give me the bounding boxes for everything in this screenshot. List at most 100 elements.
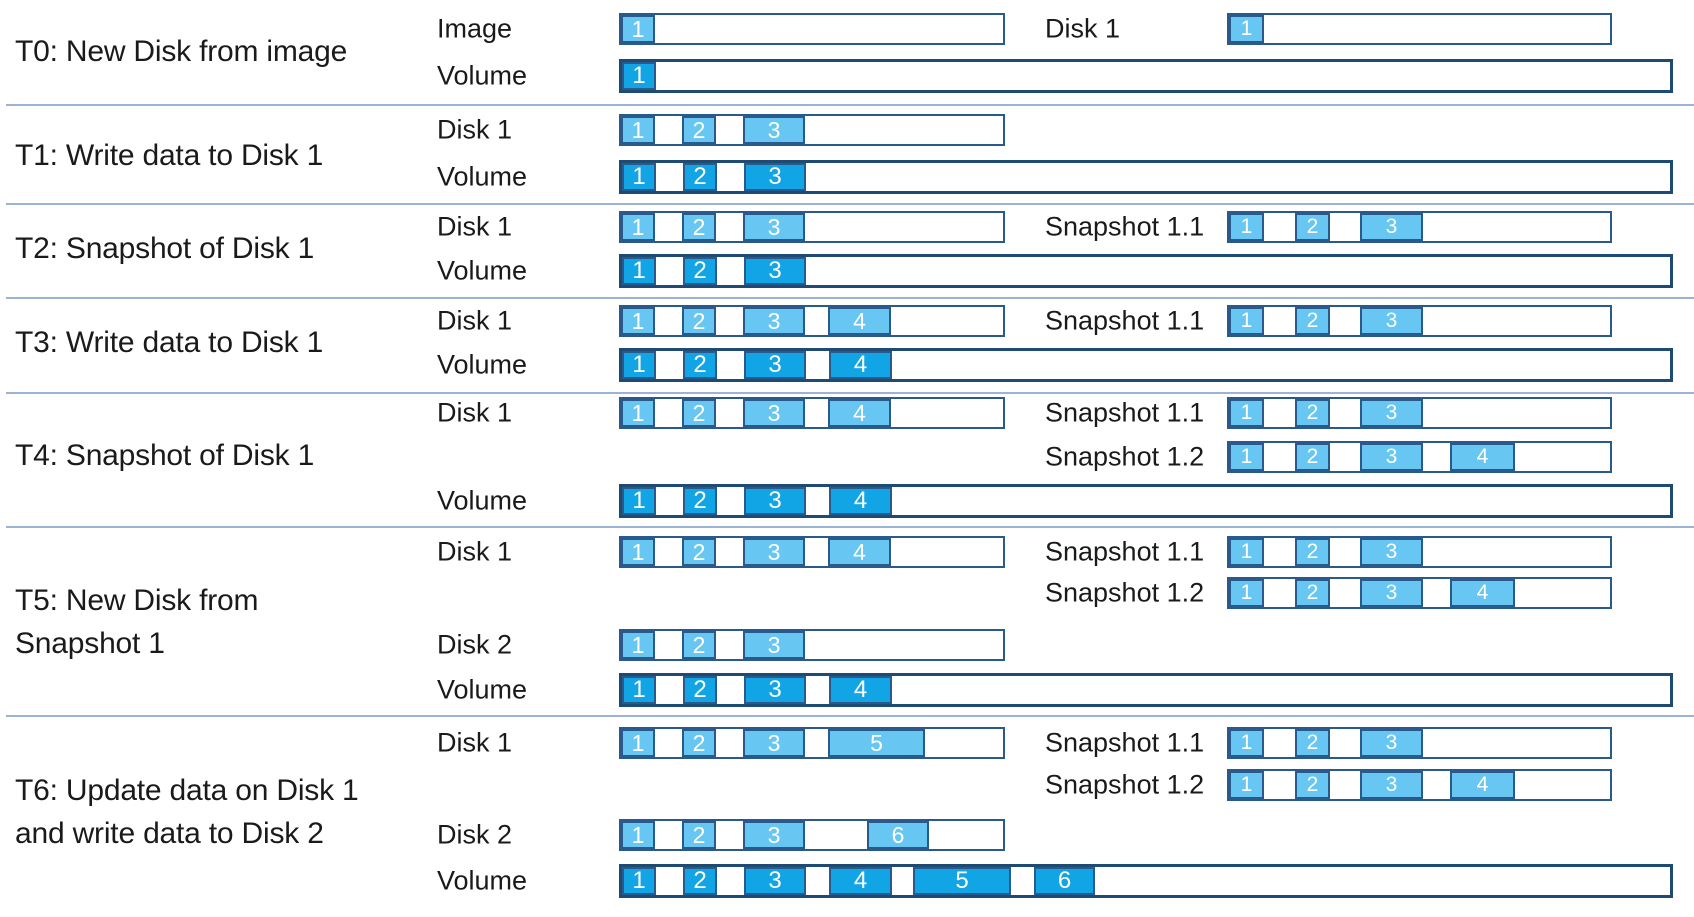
storage-block: 3 (1360, 443, 1423, 471)
row-label-disk-1: Disk 1 (437, 305, 513, 336)
row-label-snapshot-1-2: Snapshot 1.2 (1045, 441, 1205, 472)
section-title-t5: T5: New Disk from Snapshot 1 (15, 584, 259, 660)
storage-block: 1 (622, 163, 656, 191)
disk-bar: 1 (1227, 13, 1612, 45)
storage-block: 4 (828, 307, 891, 335)
storage-block: 4 (829, 487, 892, 515)
storage-block: 1 (1229, 443, 1264, 471)
storage-block: 1 (621, 15, 655, 43)
storage-block: 2 (1295, 399, 1330, 427)
storage-block: 2 (1295, 307, 1330, 335)
storage-block: 3 (1360, 538, 1423, 566)
storage-block: 1 (621, 538, 655, 566)
row-label-volume: Volume (437, 485, 528, 516)
volume-bar: 1 (619, 59, 1673, 93)
storage-block: 1 (621, 213, 655, 241)
storage-block: 3 (1360, 771, 1423, 799)
storage-block: 4 (1450, 579, 1515, 607)
storage-block: 2 (682, 399, 716, 427)
storage-block: 2 (683, 676, 717, 704)
storage-block: 3 (743, 729, 805, 757)
storage-block: 3 (743, 116, 805, 144)
storage-block: 3 (743, 821, 805, 849)
storage-block: 4 (829, 351, 892, 379)
storage-block: 5 (828, 729, 925, 757)
storage-block: 2 (1295, 579, 1330, 607)
storage-block: 1 (621, 821, 655, 849)
storage-block: 1 (621, 307, 655, 335)
storage-block: 2 (1295, 443, 1330, 471)
storage-block: 2 (683, 257, 717, 285)
storage-block: 4 (1450, 771, 1515, 799)
storage-block: 2 (682, 538, 716, 566)
section-title-t2: T2: Snapshot of Disk 1 (15, 232, 315, 265)
storage-block: 1 (1229, 579, 1264, 607)
storage-block: 1 (622, 676, 656, 704)
storage-block: 1 (622, 867, 656, 895)
row-label-disk-1: Disk 1 (1045, 13, 1121, 44)
snapshot-bar: 1 2 3 (1227, 211, 1612, 243)
storage-block: 3 (1360, 213, 1423, 241)
row-label-snapshot-1-2: Snapshot 1.2 (1045, 769, 1205, 800)
row-label-disk-1: Disk 1 (437, 727, 513, 758)
storage-block: 2 (683, 867, 717, 895)
section-separator (6, 297, 1694, 299)
storage-block: 4 (829, 867, 892, 895)
storage-block: 3 (744, 351, 806, 379)
storage-block: 1 (1229, 771, 1264, 799)
storage-block: 1 (621, 116, 655, 144)
row-label-snapshot-1-1: Snapshot 1.1 (1045, 211, 1205, 242)
storage-block: 3 (744, 487, 806, 515)
storage-block: 4 (828, 399, 891, 427)
storage-block: 3 (743, 213, 805, 241)
row-label-disk-2: Disk 2 (437, 629, 513, 660)
row-label-disk-1: Disk 1 (437, 211, 513, 242)
storage-block: 3 (744, 163, 806, 191)
storage-block: 1 (622, 487, 656, 515)
storage-block: 3 (743, 538, 805, 566)
storage-block: 1 (622, 351, 656, 379)
storage-block: 5 (913, 867, 1011, 895)
storage-block: 1 (1229, 213, 1264, 241)
storage-block: 2 (682, 821, 716, 849)
storage-block: 2 (1295, 729, 1330, 757)
row-label-disk-1: Disk 1 (437, 397, 513, 428)
section-separator (6, 104, 1694, 106)
section-separator (6, 526, 1694, 528)
row-label-volume: Volume (437, 60, 528, 91)
row-label-snapshot-1-1: Snapshot 1.1 (1045, 727, 1205, 758)
storage-block: 1 (1229, 538, 1264, 566)
storage-block: 3 (744, 867, 806, 895)
row-label-disk-1: Disk 1 (437, 114, 513, 145)
storage-block: 2 (682, 307, 716, 335)
row-label-volume: Volume (437, 161, 528, 192)
storage-block: 2 (1295, 771, 1330, 799)
row-label-volume: Volume (437, 349, 528, 380)
storage-block: 3 (1360, 399, 1423, 427)
storage-block: 2 (1295, 213, 1330, 241)
storage-block: 2 (683, 163, 717, 191)
section-separator (6, 715, 1694, 717)
storage-block: 6 (867, 821, 929, 849)
storage-block: 6 (1034, 867, 1095, 895)
storage-block: 3 (743, 399, 805, 427)
storage-block: 2 (682, 729, 716, 757)
storage-block: 3 (744, 676, 806, 704)
row-label-volume: Volume (437, 674, 528, 705)
